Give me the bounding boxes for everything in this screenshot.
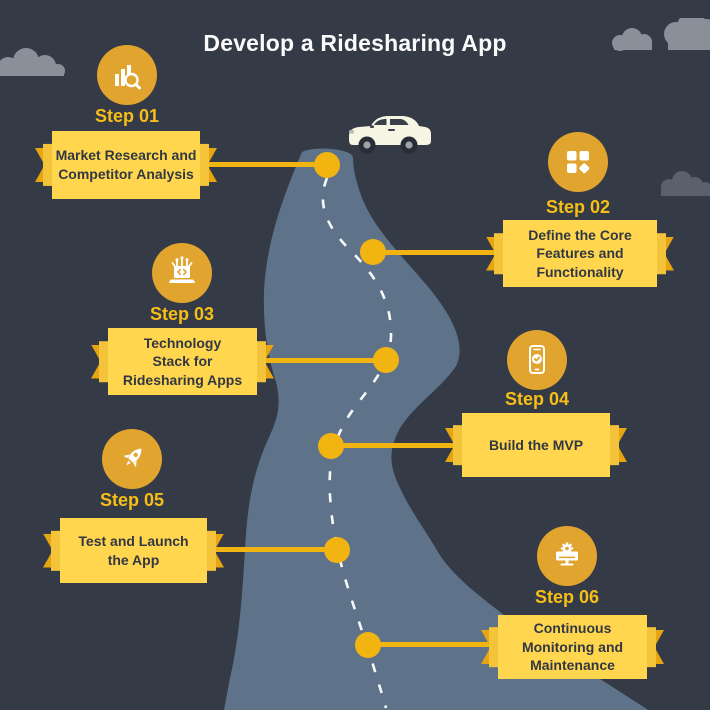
step-1-banner: Market Research and Competitor Analysis	[35, 131, 217, 199]
step-4-text: Build the MVP	[462, 413, 610, 477]
connector-step-1	[196, 162, 326, 167]
step-3-text: Technology Stack for Ridesharing Apps	[108, 328, 257, 395]
connector-step-4	[329, 443, 466, 448]
connector-step-6	[366, 642, 502, 647]
step-6-icon-circle	[537, 526, 597, 586]
step-4-label: Step 04	[504, 389, 570, 409]
page-title: Develop a Ridesharing App	[203, 30, 507, 56]
rocket-icon	[123, 448, 142, 468]
cloud-top-left-icon	[0, 48, 65, 76]
step-3-banner: Technology Stack for Ridesharing Apps	[91, 328, 274, 395]
step-5-icon-circle	[102, 429, 162, 489]
step-1-icon-circle	[97, 45, 157, 105]
step-5-label: Step 05	[99, 490, 165, 510]
milestone-dot-2	[360, 239, 386, 265]
step-4-icon-circle	[507, 330, 567, 390]
milestone-dot-3	[373, 347, 399, 373]
cloud-right-dark-icon	[661, 171, 710, 196]
road-shape	[224, 148, 648, 710]
step-2-icon-circle	[548, 132, 608, 192]
car-icon	[349, 116, 431, 154]
step-2-label: Step 02	[545, 197, 611, 217]
milestone-dot-6	[355, 632, 381, 658]
connector-step-3	[253, 358, 388, 363]
step-6-label: Step 06	[534, 587, 600, 607]
milestone-dot-5	[324, 537, 350, 563]
step-1-label: Step 01	[94, 106, 160, 126]
connector-step-2	[371, 250, 507, 255]
tech-stack-icon	[169, 256, 195, 283]
step-5-text: Test and Launch the App	[60, 518, 207, 583]
step-2-banner: Define the Core Features and Functionali…	[486, 220, 674, 287]
step-2-text: Define the Core Features and Functionali…	[503, 220, 657, 287]
mobile-check-icon	[529, 345, 545, 374]
chart-magnifier-icon	[115, 65, 141, 90]
milestone-dot-1	[314, 152, 340, 178]
step-1-text: Market Research and Competitor Analysis	[52, 131, 200, 199]
connector-step-5	[203, 547, 339, 552]
milestone-dot-4	[318, 433, 344, 459]
step-6-text: Continuous Monitoring and Maintenance	[498, 615, 647, 679]
step-3-icon-circle	[152, 243, 212, 303]
step-3-label: Step 03	[149, 304, 215, 324]
monitor-gear-icon	[556, 542, 578, 566]
step-4-banner: Build the MVP	[445, 413, 627, 477]
cloud-top-right-icon	[612, 18, 710, 51]
features-grid-icon	[567, 151, 590, 174]
step-6-banner: Continuous Monitoring and Maintenance	[481, 615, 664, 679]
step-5-banner: Test and Launch the App	[43, 518, 224, 583]
